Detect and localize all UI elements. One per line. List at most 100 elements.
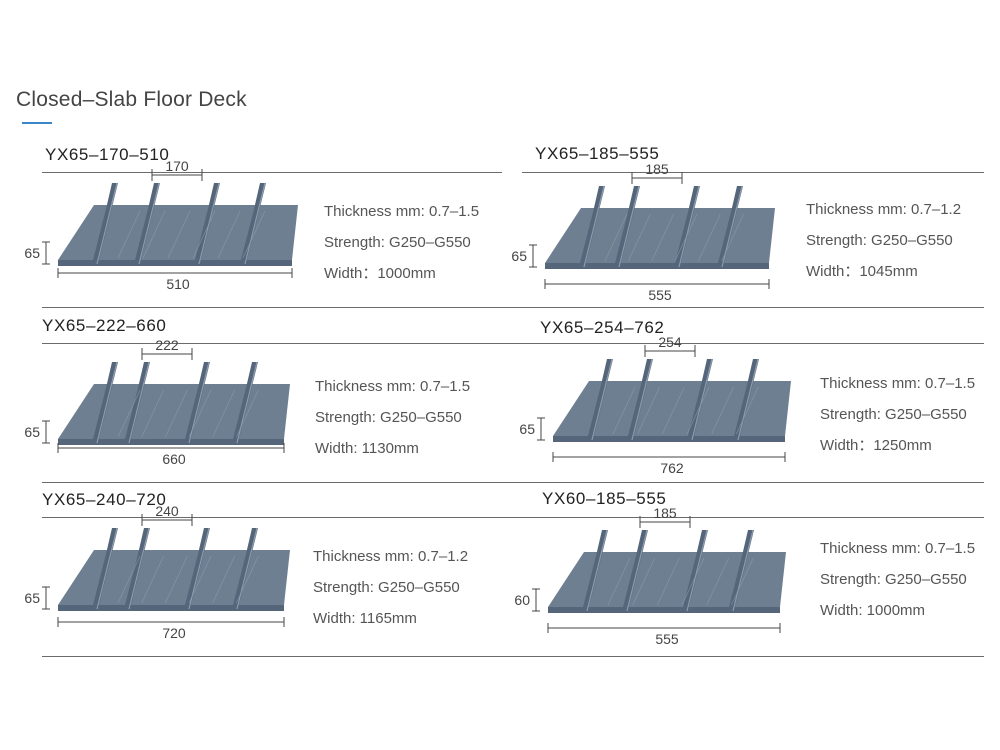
- rib-spacing-label: 170: [165, 158, 189, 174]
- stiffener-line: [604, 213, 628, 262]
- stiffener-line: [686, 386, 710, 435]
- cover-width-label: 510: [166, 276, 190, 292]
- rib-spacing-label: 185: [653, 505, 677, 521]
- stiffener-line: [167, 210, 191, 259]
- divider: [42, 307, 984, 308]
- stiffener-line: [627, 213, 651, 262]
- stiffener-line: [235, 555, 259, 604]
- stiffener-line: [117, 210, 141, 259]
- stiffener-line: [142, 210, 166, 259]
- stiffener-line: [235, 389, 259, 438]
- stiffener-line: [212, 555, 236, 604]
- divider: [522, 172, 984, 173]
- stiffener-line: [141, 389, 165, 438]
- height-label: 65: [511, 248, 527, 264]
- rib-highlight: [678, 185, 700, 268]
- page-title: Closed–Slab Floor Deck: [16, 88, 247, 111]
- stiffener-line: [164, 389, 188, 438]
- stiffener-line: [632, 557, 656, 606]
- stiffener-line: [656, 557, 680, 606]
- deck-surface: [58, 384, 290, 439]
- rib-highlight: [138, 182, 160, 265]
- height-label: 65: [24, 424, 40, 440]
- spec-list: Thickness mm: 0.7–1.5 Strength: G250–G55…: [820, 368, 975, 461]
- thickness-spec: Thickness mm: 0.7–1.5: [820, 375, 976, 392]
- rib-highlight: [591, 358, 613, 441]
- stiffener-line: [651, 213, 675, 262]
- stiffener-line: [192, 210, 216, 259]
- deck-body: [58, 182, 298, 266]
- rib-highlight: [128, 361, 150, 444]
- spec-list: Thickness mm: 0.7–1.2 Strength: G250–G55…: [313, 541, 468, 634]
- rib-highlight: [631, 358, 653, 441]
- divider: [42, 482, 984, 483]
- stiffener-line: [607, 557, 631, 606]
- strength-spec: Strength: G250–G550: [324, 234, 471, 251]
- divider: [42, 172, 502, 173]
- cover-width-label: 762: [660, 460, 684, 476]
- stiffener-line: [242, 210, 266, 259]
- divider: [42, 343, 984, 344]
- deck-surface: [58, 205, 298, 260]
- stiffener-line: [117, 389, 141, 438]
- product-model: YX65–170–510: [45, 145, 170, 164]
- deck-front-edge: [545, 263, 769, 269]
- stiffener-line: [711, 386, 735, 435]
- deck-body: [545, 185, 775, 269]
- deck-profile-drawing: 170 65 510: [24, 158, 298, 292]
- cover-width-label: 555: [655, 631, 679, 647]
- height-label: 65: [24, 245, 40, 261]
- thickness-spec: Thickness mm: 0.7–1.5: [820, 540, 976, 557]
- stiffener-line: [212, 389, 236, 438]
- rib-highlight: [732, 529, 754, 612]
- height-label: 65: [24, 590, 40, 606]
- deck-surface: [58, 550, 290, 605]
- strength-spec: Strength: G250–G550: [315, 409, 462, 426]
- width-spec: Width: 1000mm: [820, 602, 926, 619]
- width-spec: Width: 1165mm: [313, 610, 417, 627]
- stiffener-line: [721, 213, 745, 262]
- rib-highlight: [96, 527, 118, 610]
- rib-highlight: [96, 361, 118, 444]
- deck-surface: [548, 552, 786, 607]
- rib-highlight: [236, 361, 258, 444]
- strength-spec: Strength: G250–G550: [806, 232, 953, 249]
- thickness-spec: Thickness mm: 0.7–1.2: [313, 548, 469, 565]
- deck-surface: [545, 208, 775, 263]
- deck-front-edge: [58, 605, 284, 611]
- deck-body: [553, 358, 791, 442]
- rib-spacing-label: 185: [645, 161, 669, 177]
- width-spec: Width：1045mm: [806, 263, 918, 280]
- width-spec: Width：1250mm: [820, 437, 932, 454]
- strength-spec: Strength: G250–G550: [313, 579, 460, 596]
- rib-highlight: [737, 358, 759, 441]
- thickness-spec: Thickness mm: 0.7–1.5: [315, 378, 471, 395]
- rib-highlight: [618, 185, 640, 268]
- rib-highlight: [586, 529, 608, 612]
- deck-body: [58, 361, 290, 445]
- rib-spacing-label: 222: [155, 337, 179, 353]
- stiffener-line: [674, 213, 698, 262]
- thickness-spec: Thickness mm: 0.7–1.2: [806, 201, 962, 218]
- width-spec: Width: 1130mm: [315, 440, 419, 457]
- product-model: YX60–185–555: [542, 489, 667, 508]
- deck-front-edge: [58, 439, 284, 445]
- stiffener-line: [697, 213, 721, 262]
- cover-width-label: 660: [162, 451, 186, 467]
- spec-list: Thickness mm: 0.7–1.2 Strength: G250–G55…: [806, 194, 961, 287]
- stiffener-line: [612, 386, 636, 435]
- rib-highlight: [244, 182, 266, 265]
- rib-spacing-label: 240: [155, 503, 179, 519]
- thickness-spec: Thickness mm: 0.7–1.5: [324, 203, 480, 220]
- stiffener-line: [188, 555, 212, 604]
- deck-body: [548, 529, 786, 613]
- product-model: YX65–185–555: [535, 144, 660, 163]
- stiffener-line: [217, 210, 241, 259]
- stiffener-line: [141, 555, 165, 604]
- deck-profile-drawing: 222 65 660: [24, 337, 290, 467]
- deck-front-edge: [548, 607, 780, 613]
